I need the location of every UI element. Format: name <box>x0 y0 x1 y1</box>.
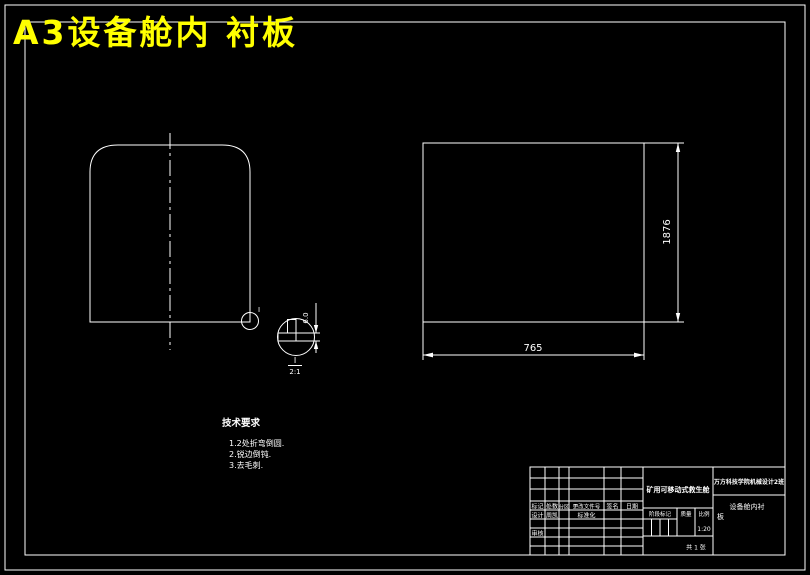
tb-project-name: 矿用可移动式救生舱 <box>647 485 711 494</box>
tech-note-1: 1.2处折弯倒圆. <box>229 438 284 448</box>
inner-frame <box>24 21 786 556</box>
tb-rev-count: 处数 <box>546 503 558 511</box>
height-dimension: 1876 <box>644 142 684 323</box>
tb-design-name: 周凯 <box>546 512 558 520</box>
tech-note-2: 2.锐边倒钝. <box>229 449 271 459</box>
section-hatch-vertical <box>287 319 297 334</box>
thickness-dim-text: 6.0 <box>302 312 310 323</box>
detail-view: 6.0 I 2:1 <box>277 303 320 376</box>
width-dimension: 765 <box>422 322 645 360</box>
drawing-title: A3设备舱内 衬板 <box>13 13 298 52</box>
detail-label-scale: 2:1 <box>289 368 300 376</box>
tb-rev-mark: 标记 <box>531 503 543 511</box>
tb-design-label: 设计 <box>531 512 543 520</box>
tb-scale-label: 比例 <box>698 510 710 518</box>
tb-rev-zone: 分区 <box>559 504 569 511</box>
tb-org-name: 万方科技学院机械设计2班 <box>713 478 784 486</box>
height-dim-text: 1876 <box>662 219 673 244</box>
title-block: 标记 处数 分区 更改文件号 签名 日期 设计 周凯 标准化 审核 矿用可移动式… <box>529 466 786 556</box>
outer-border <box>4 4 806 571</box>
tb-std-label: 标准化 <box>577 512 595 520</box>
tb-rev-docno: 更改文件号 <box>573 503 601 511</box>
detail-callout-circle <box>241 312 259 330</box>
width-dim-text: 765 <box>523 343 542 354</box>
tb-part-name-line1: 设备舱内衬 <box>730 502 765 511</box>
tb-rev-date: 日期 <box>626 503 638 511</box>
tb-stage-label: 阶段标记 <box>649 510 672 518</box>
thickness-dimension: 6.0 <box>302 303 319 353</box>
tb-weight-label: 质量 <box>680 510 692 518</box>
tech-notes-title: 技术要求 <box>222 417 261 429</box>
section-hatch-horizontal <box>277 332 297 342</box>
tech-notes: 技术要求 1.2处折弯倒圆. 2.锐边倒钝. 3.去毛刺. <box>222 417 284 470</box>
detail-callout-label: I <box>258 306 260 314</box>
detail-label-id: I <box>294 356 296 365</box>
tb-rev-sign: 签名 <box>606 503 618 511</box>
tb-check-label: 审核 <box>531 530 543 538</box>
tech-note-3: 3.去毛刺. <box>229 460 263 470</box>
tb-scale-value: 1:20 <box>697 526 711 533</box>
tb-sheet-info: 共 1 张 <box>686 544 706 552</box>
detail-label: I 2:1 <box>288 356 302 376</box>
tb-part-name-line2: 板 <box>717 512 724 521</box>
right-flat-view: 1876 765 <box>422 142 684 360</box>
left-profile-view: I <box>89 133 260 350</box>
